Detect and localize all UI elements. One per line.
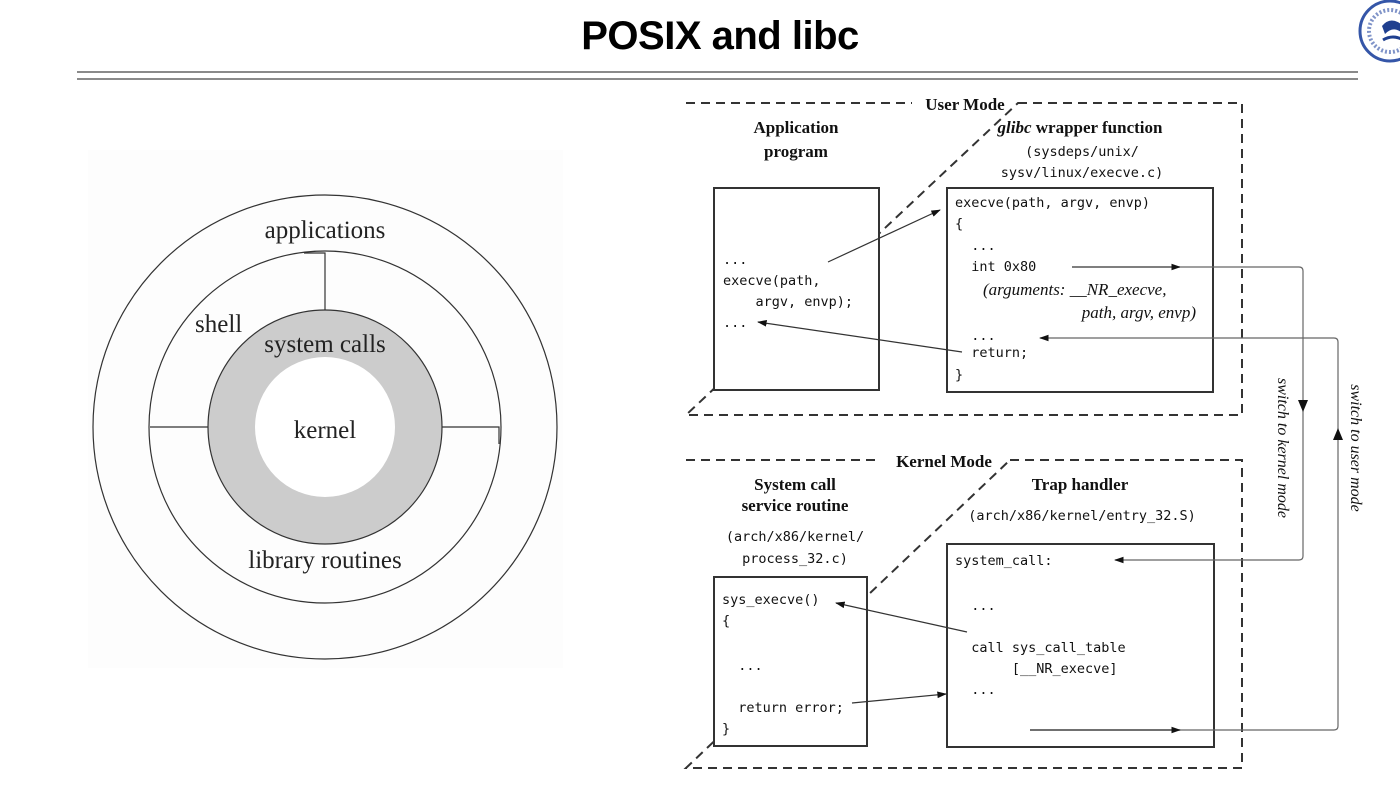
glibc-code-line: int 0x80 xyxy=(955,259,1036,275)
trap-code: system_call: ... call sys_call_table [__… xyxy=(955,553,1126,698)
glibc-code-line: execve(path, argv, envp) xyxy=(955,195,1150,211)
kernel-mode-label: Kernel Mode xyxy=(896,452,992,471)
trap-heading: Trap handler xyxy=(1032,475,1129,494)
app-code-line: ... xyxy=(723,252,747,268)
arrow-switch-to-kernel xyxy=(1114,266,1304,564)
seal-wave xyxy=(1382,35,1400,42)
arrow-trap-to-sys-execve xyxy=(835,601,968,633)
service-heading-line1: System call xyxy=(754,475,836,494)
glibc-heading: glibc wrapper function xyxy=(997,118,1164,137)
arrow-app-to-glibc xyxy=(827,209,941,263)
glibc-args-line2: path, argv, envp) xyxy=(1081,303,1197,322)
glibc-code-line: { xyxy=(955,216,963,232)
app-heading-line2: program xyxy=(764,142,828,161)
slide-title: POSIX and libc xyxy=(581,14,859,58)
user-switch-arrowhead xyxy=(1333,428,1343,440)
glibc-code: execve(path, argv, envp) { ... int 0x80 … xyxy=(0,0,1191,383)
trap-code-line: [__NR_execve] xyxy=(955,661,1118,677)
service-code-line: ... xyxy=(722,658,763,674)
trap-code-line: call sys_call_table xyxy=(955,640,1126,656)
arrow-error-return-to-trap xyxy=(851,691,947,704)
app-code-line: argv, envp); xyxy=(723,294,853,310)
glibc-args-line1: (arguments: __NR_execve, xyxy=(983,280,1166,299)
university-seal-logo xyxy=(1358,0,1400,63)
switch-to-kernel-label: switch to kernel mode xyxy=(1274,378,1291,518)
title-divider-top xyxy=(77,71,1358,73)
application-program-box xyxy=(713,187,880,391)
glibc-code-line: ... xyxy=(955,328,996,344)
service-path-line2: process_32.c) xyxy=(742,551,848,567)
trap-code-line: ... xyxy=(955,682,996,698)
service-code-line: return error; xyxy=(722,700,844,716)
seal-lettering xyxy=(1367,8,1400,54)
trap-handler-box xyxy=(946,543,1215,748)
service-heading-line2: service routine xyxy=(742,496,849,515)
kernel-switch-arrowhead xyxy=(1298,400,1308,412)
service-routine-box xyxy=(713,576,868,747)
title-divider-bottom xyxy=(77,78,1358,80)
seal-ring xyxy=(1358,0,1400,63)
service-code-line: sys_execve() xyxy=(722,592,820,608)
glibc-code-line: } xyxy=(955,367,963,383)
glibc-heading-italic: glibc xyxy=(997,118,1032,137)
switch-to-user-label: switch to user mode xyxy=(1347,384,1364,512)
arrow-glibc-return-to-app xyxy=(757,319,963,353)
user-mode-region xyxy=(683,102,1243,416)
user-mode-label: User Mode xyxy=(925,95,1005,114)
glibc-heading-rest: wrapper function xyxy=(1032,118,1164,137)
trap-code-line: ... xyxy=(955,598,996,614)
app-code-line: execve(path, xyxy=(723,273,821,289)
app-code: ... execve(path, argv, envp); ... xyxy=(723,252,861,331)
glibc-path-line1: (sysdeps/unix/ xyxy=(1025,144,1139,160)
service-code: sys_execve() { ... return error; } xyxy=(722,592,844,737)
glibc-code-line: return; xyxy=(955,345,1028,361)
glibc-wrapper-box xyxy=(946,187,1214,393)
app-code-line: ... xyxy=(723,315,747,331)
arrow-switch-to-user xyxy=(1030,334,1339,731)
seal-emblem xyxy=(1382,20,1400,34)
service-code-line: } xyxy=(722,721,730,737)
trap-path: (arch/x86/kernel/entry_32.S) xyxy=(968,508,1196,524)
service-path-line1: (arch/x86/kernel/ xyxy=(726,529,864,545)
glibc-code-line: ... xyxy=(955,238,996,254)
glibc-path-line2: sysv/linux/execve.c) xyxy=(1001,165,1164,181)
app-heading-line1: Application xyxy=(753,118,839,137)
service-code-line: { xyxy=(722,613,730,629)
trap-code-line: system_call: xyxy=(955,553,1053,569)
